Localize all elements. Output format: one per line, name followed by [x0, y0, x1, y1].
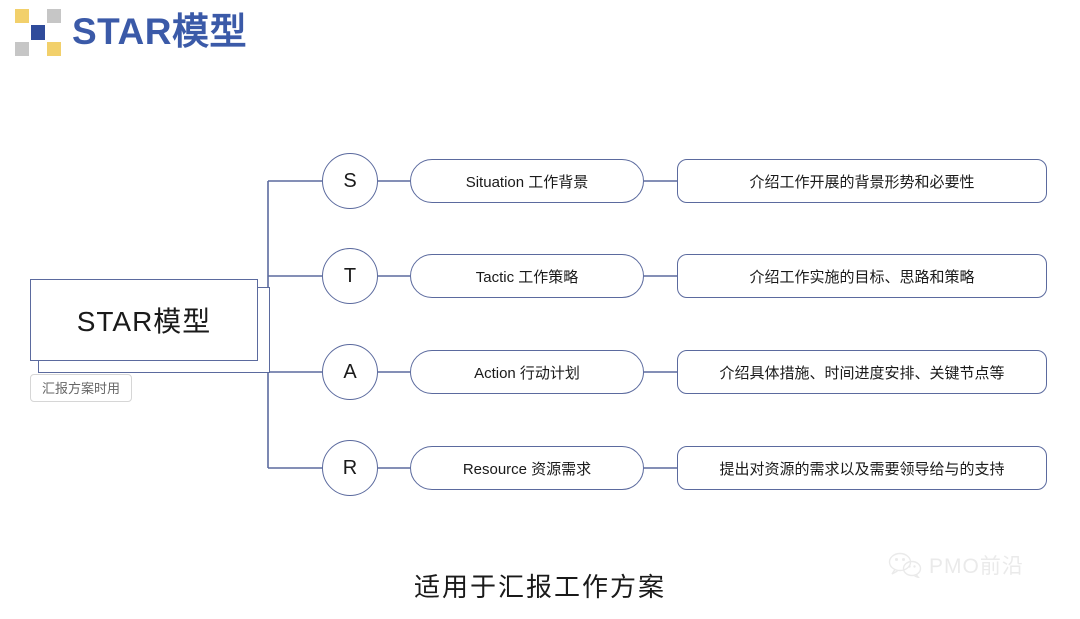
- node-pill-r-label: Resource 资源需求: [462, 460, 592, 478]
- node-desc-a-label: 介绍具体措施、时间进度安排、关键节点等: [719, 364, 1005, 382]
- node-letter-a[interactable]: A: [322, 344, 378, 400]
- node-desc-s[interactable]: 介绍工作开展的背景形势和必要性: [677, 159, 1047, 203]
- node-desc-r-label: 提出对资源的需求以及需要领导给与的支持: [719, 460, 1005, 478]
- node-letter-r[interactable]: R: [322, 440, 378, 496]
- page-title: STAR模型: [72, 11, 247, 52]
- brand-header: STAR模型: [0, 0, 1080, 72]
- star-model-logo-icon: [15, 9, 61, 56]
- logo-cell-1: [15, 9, 29, 24]
- node-pill-s-label: Situation 工作背景: [465, 173, 589, 191]
- logo-cell-5: [31, 25, 45, 40]
- diagram-caption: 适用于汇报工作方案: [413, 572, 666, 602]
- node-pill-a-label: Action 行动计划: [474, 364, 580, 382]
- node-letter-r-label: R: [342, 456, 358, 479]
- wechat-icon: [888, 552, 922, 578]
- node-letter-t-label: T: [343, 264, 357, 287]
- watermark-text: PMO前沿: [929, 555, 1024, 578]
- node-pill-s[interactable]: Situation 工作背景: [410, 159, 644, 203]
- logo-cell-9: [47, 41, 61, 56]
- node-desc-t[interactable]: 介绍工作实施的目标、思路和策略: [677, 254, 1047, 298]
- node-letter-a-label: A: [343, 360, 357, 383]
- node-desc-s-label: 介绍工作开展的背景形势和必要性: [749, 173, 975, 191]
- node-desc-a[interactable]: 介绍具体措施、时间进度安排、关键节点等: [677, 350, 1047, 394]
- node-desc-t-label: 介绍工作实施的目标、思路和策略: [749, 268, 975, 286]
- node-letter-t[interactable]: T: [322, 248, 378, 304]
- node-letter-s[interactable]: S: [322, 153, 378, 209]
- logo-cell-7: [15, 41, 29, 56]
- logo-cell-3: [47, 9, 61, 24]
- node-pill-r[interactable]: Resource 资源需求: [410, 446, 644, 490]
- root-node-box[interactable]: STAR模型: [30, 279, 258, 361]
- node-letter-s-label: S: [343, 169, 357, 192]
- node-pill-a[interactable]: Action 行动计划: [410, 350, 644, 394]
- node-pill-t-label: Tactic 工作策略: [475, 268, 579, 286]
- node-pill-t[interactable]: Tactic 工作策略: [410, 254, 644, 298]
- node-desc-r[interactable]: 提出对资源的需求以及需要领导给与的支持: [677, 446, 1047, 490]
- root-node-sublabel: 汇报方案时用: [30, 374, 133, 402]
- root-node-label: STAR模型: [76, 306, 212, 337]
- root-node[interactable]: STAR模型: [30, 279, 270, 373]
- watermark: PMO前沿: [888, 550, 1024, 580]
